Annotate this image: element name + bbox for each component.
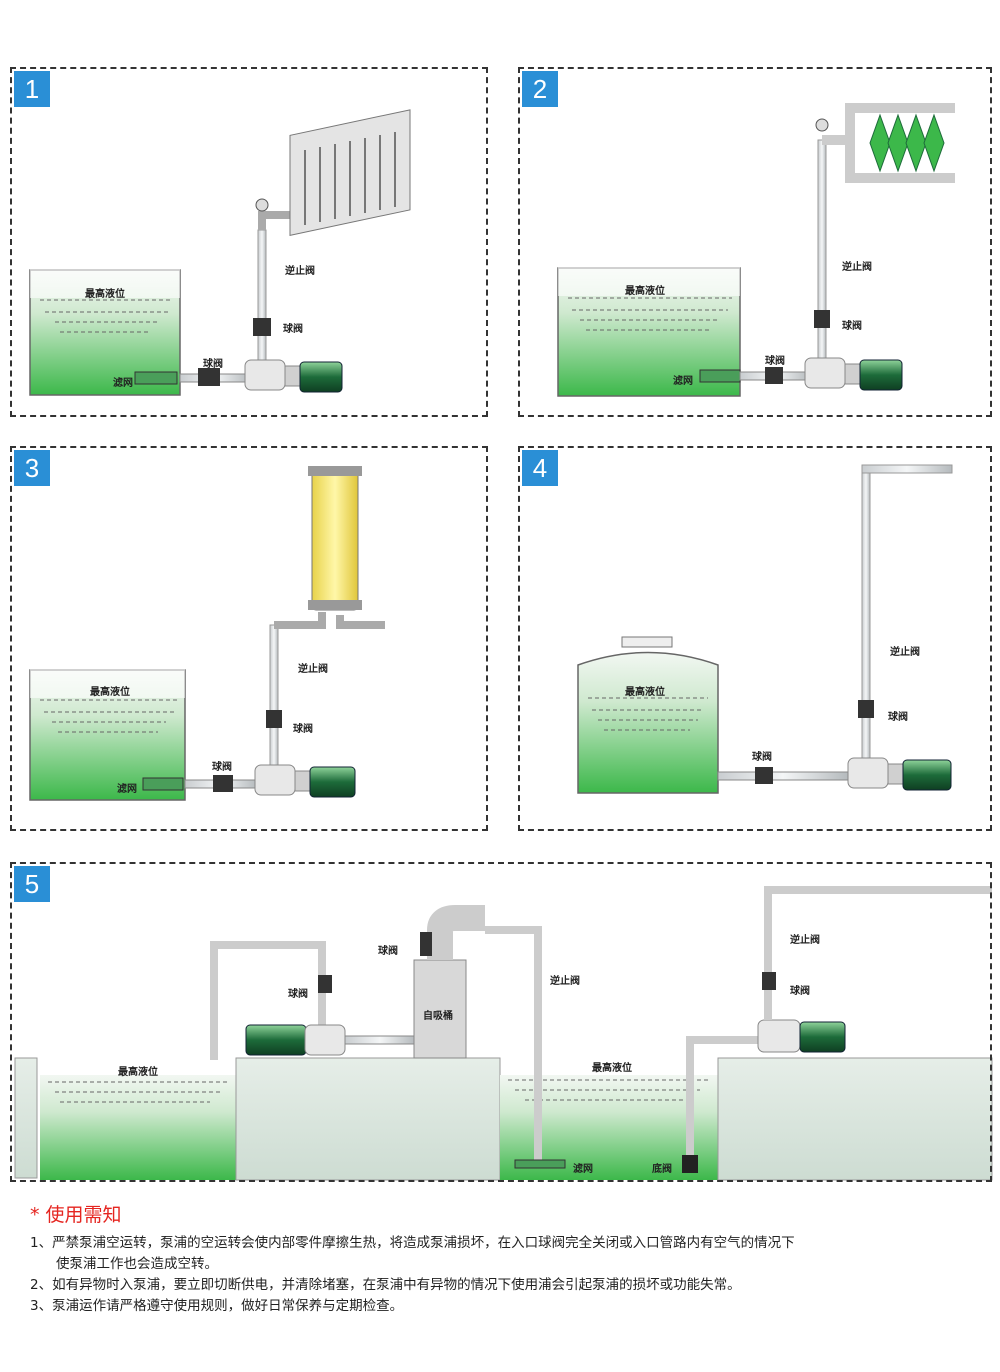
- ball-valve: [198, 368, 220, 386]
- panel-number: 4: [522, 450, 558, 486]
- note-item: 2、如有异物时入泵浦，要立即切断供电，并清除堵塞，在泵浦中有异物的情况下使用浦会…: [30, 1275, 990, 1296]
- ball-valve-label: 球阀: [790, 986, 810, 997]
- plate-heat-exchanger: [289, 109, 411, 236]
- filter-label: 滤网: [673, 376, 693, 387]
- closed-tank: [577, 651, 719, 794]
- check-valve-label: 逆止阀: [842, 262, 872, 273]
- panel-number: 2: [522, 71, 558, 107]
- filter-label: 滤网: [573, 1164, 593, 1175]
- check-valve-label: 逆止阀: [550, 976, 580, 987]
- ball-valve-label: 球阀: [212, 762, 232, 773]
- note-text: 1、严禁泵浦空运转，泵浦的空运转会使内部零件摩擦生热，将造成泵浦损坏，在入口球阀…: [30, 1235, 795, 1251]
- note-item: 3、泵浦运作请严格遵守使用规则，做好日常保养与定期检查。: [30, 1296, 990, 1317]
- check-valve-label: 逆止阀: [285, 266, 315, 277]
- panel-1-art: [29, 109, 411, 396]
- ball-valve-label: 球阀: [888, 712, 908, 723]
- self-priming-tank: [413, 959, 467, 1059]
- usage-notes: * 使用需知 1、严禁泵浦空运转，泵浦的空运转会使内部零件摩擦生热，将造成泵浦损…: [30, 1200, 990, 1317]
- ball-valve-label: 球阀: [293, 724, 313, 735]
- panel-5: 5: [10, 862, 992, 1182]
- max-level-label: 最高液位: [625, 286, 665, 297]
- panel-2: 2: [518, 67, 992, 417]
- foot-valve-label: 底阀: [652, 1164, 672, 1175]
- panel-3-art: [29, 466, 385, 801]
- ball-valve-label: 球阀: [765, 356, 785, 367]
- note-text: 3、泵浦运作请严格遵守使用规则，做好日常保养与定期检查。: [30, 1298, 404, 1314]
- max-level-label: 最高液位: [118, 1067, 158, 1078]
- note-text-continued: 使泵浦工作也会造成空转。: [56, 1256, 218, 1272]
- panel-5-art: [14, 886, 993, 1181]
- filter-label: 滤网: [113, 378, 133, 389]
- panel-2-art: [557, 103, 955, 397]
- max-level-label: 最高液位: [592, 1063, 632, 1074]
- panel-3: 3: [10, 446, 488, 831]
- note-item: 1、严禁泵浦空运转，泵浦的空运转会使内部零件摩擦生热，将造成泵浦损坏，在入口球阀…: [30, 1233, 990, 1275]
- cartridge-filters: [869, 113, 945, 173]
- ball-valve-label: 球阀: [288, 989, 308, 1000]
- pump-motor: [244, 359, 343, 393]
- ball-valve-label: 球阀: [842, 321, 862, 332]
- max-level-label: 最高液位: [85, 289, 125, 300]
- self-priming-tank-label: 自吸桶: [423, 1011, 453, 1022]
- ball-valve-label: 球阀: [752, 752, 772, 763]
- panel-4-art: [577, 464, 953, 794]
- panel-number: 3: [14, 450, 50, 486]
- note-text: 2、如有异物时入泵浦，要立即切断供电，并清除堵塞，在泵浦中有异物的情况下使用浦会…: [30, 1277, 741, 1293]
- panel-4: 4: [518, 446, 992, 831]
- check-valve-label: 逆止阀: [298, 664, 328, 675]
- panel-number: 1: [14, 71, 50, 107]
- ball-valve-label: 球阀: [203, 359, 223, 370]
- panel-1: 1: [10, 67, 488, 417]
- check-valve-label: 逆止阀: [890, 647, 920, 658]
- max-level-label: 最高液位: [625, 687, 665, 698]
- check-valve-label: 逆止阀: [790, 935, 820, 946]
- ball-valve-label: 球阀: [283, 324, 303, 335]
- max-level-label: 最高液位: [90, 687, 130, 698]
- ball-valve-label: 球阀: [378, 946, 398, 957]
- filter-screen: [134, 371, 178, 385]
- ball-valve: [253, 318, 271, 336]
- notes-title: * 使用需知: [30, 1204, 122, 1226]
- panel-number: 5: [14, 866, 50, 902]
- filter-label: 滤网: [117, 784, 137, 795]
